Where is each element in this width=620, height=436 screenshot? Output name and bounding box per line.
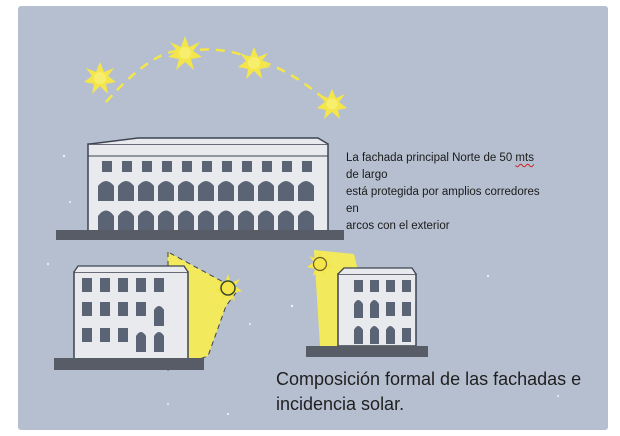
annotation-flagged-word: mts	[515, 152, 534, 164]
slide-panel: La fachada principal Norte de 50 mts de …	[18, 6, 608, 430]
main-building-facade	[56, 137, 344, 240]
left-building-section	[54, 251, 239, 371]
right-building-section	[306, 250, 428, 357]
sun-icon	[238, 47, 270, 79]
slide-caption: Composición formal de las fachadas e inc…	[276, 367, 596, 417]
annotation-line3: arcos con el exterior	[346, 220, 450, 232]
sun-icon	[307, 251, 333, 276]
sketch-drawing	[46, 36, 559, 416]
annotation-line2: está protegida por amplios corredores en	[346, 186, 540, 215]
caption-line2: incidencia solar.	[276, 394, 405, 414]
sun-path-arc	[105, 48, 331, 105]
decorative-dots	[46, 154, 559, 416]
annotation-line1-after: de largo	[346, 169, 388, 181]
sun-icon	[168, 36, 202, 70]
sun-icon	[84, 62, 116, 94]
caption-line1: Composición formal de las fachadas e	[276, 369, 582, 389]
sun-icon	[317, 89, 347, 119]
north-facade-annotation: La fachada principal Norte de 50 mts de …	[346, 150, 546, 235]
sun-icon	[214, 274, 242, 301]
annotation-line1-before: La fachada principal Norte de 50	[346, 152, 516, 164]
